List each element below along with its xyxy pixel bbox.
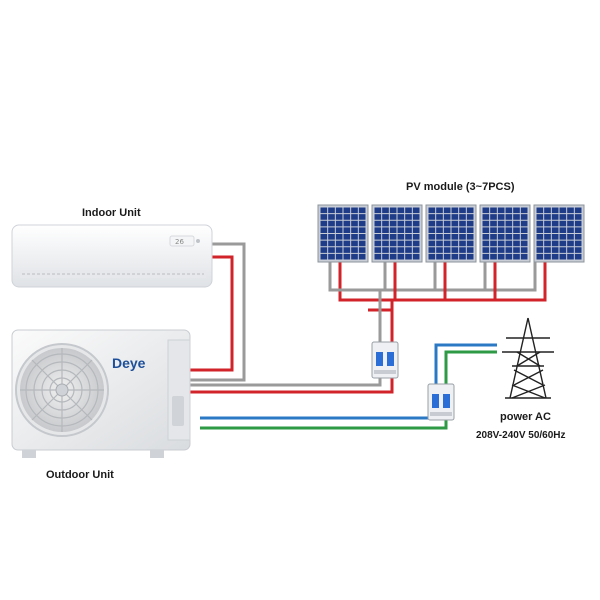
transmission-tower-icon [502,317,554,399]
solar-panel-icon [479,204,531,263]
circuit-breaker-icon [427,383,455,421]
power-spec-label: 208V-240V 50/60Hz [476,430,566,441]
red-wire-indoor [188,255,234,372]
gray-wire-pv-main [188,300,382,387]
outdoor-unit-label: Outdoor Unit [46,469,114,481]
blue-wire-ac [200,343,497,420]
pv-module-label: PV module (3~7PCS) [406,181,515,193]
power-ac-label: power AC [500,411,551,423]
solar-panel-icon [425,204,477,263]
solar-panel-icon [533,204,585,263]
brand-logo: Deye [112,355,146,371]
svg-text:26: 26 [175,238,184,246]
pv-module-array [317,204,585,263]
solar-panel-icon [317,204,369,263]
circuit-breaker-icon [371,341,399,379]
gray-wire-indoor [188,242,246,382]
fan-icon [20,348,104,432]
wires [188,242,547,430]
indoor-unit: 26 [11,224,213,288]
solar-panel-icon [371,204,423,263]
outdoor-unit: Deye [11,329,191,458]
gray-bus-pv [328,262,537,292]
indoor-unit-label: Indoor Unit [82,207,141,219]
red-bus-pv [338,262,547,302]
